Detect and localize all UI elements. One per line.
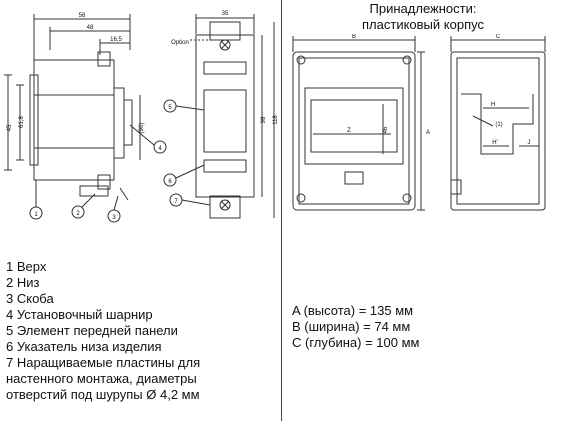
legend-item: 7 Наращиваемые пластины для [6, 355, 201, 370]
label-b: B [352, 34, 356, 40]
label-j: J [528, 140, 531, 146]
dim-58: 58 [79, 13, 86, 19]
callout-1: 1 [34, 212, 38, 218]
callout-4: 4 [158, 146, 162, 152]
spec-width: B (ширина) = 74 мм [292, 319, 411, 334]
enclosure-drawing: B C A Z 46 H H' J (1) [292, 34, 546, 211]
spec-depth: C (глубина) = 100 мм [292, 335, 420, 350]
panel-divider [281, 0, 282, 421]
legend-item: 3 Скоба [6, 291, 54, 306]
dim-90: (90) [139, 123, 145, 134]
legend-item: настенного монтажа, диаметры [6, 371, 197, 386]
label-1: (1) [495, 122, 502, 128]
legend-item: 5 Элемент передней панели [6, 323, 178, 338]
legend-item: 1 Верх [6, 259, 47, 274]
callout-6: 6 [168, 179, 172, 185]
dim-98: 98 [261, 116, 267, 123]
spec-height: A (высота) = 135 мм [292, 303, 414, 318]
dim-118: 118 [273, 115, 279, 125]
callout-7: 7 [174, 199, 178, 205]
callout-5: 5 [168, 105, 172, 111]
label-h-prime: H' [492, 140, 497, 146]
option-label: Option [171, 40, 189, 46]
legend-item: 6 Указатель низа изделия [6, 339, 162, 354]
dim-61-8: 61,8 [19, 116, 25, 128]
left-panel: 58 48 16,5 35 Option 45 61,8 (90) 98 118… [4, 11, 279, 403]
title-line-2: пластиковый корпус [362, 17, 484, 32]
legend-item: 4 Установочный шарнир [6, 307, 153, 322]
callout-3: 3 [112, 215, 116, 221]
dim-45: 45 [7, 124, 13, 131]
callout-2: 2 [76, 211, 80, 217]
dim-48: 48 [87, 25, 94, 31]
title-line-1: Принадлежности: [369, 1, 477, 16]
label-z: Z [347, 128, 351, 134]
dim-16-5: 16,5 [110, 37, 122, 43]
legend-item: отверстий под шурупы Ø 4,2 мм [6, 387, 200, 402]
enclosure-specs: A (высота) = 135 мм B (ширина) = 74 мм C… [292, 303, 419, 351]
label-c: C [496, 34, 501, 40]
legend-list: 1 Верх 2 Низ 3 Скоба 4 Установочный шарн… [6, 259, 200, 403]
legend-item: 2 Низ [6, 275, 40, 290]
label-h: H [491, 102, 495, 108]
accessories-title: Принадлежности: пластиковый корпус [283, 1, 563, 33]
dim-35: 35 [222, 11, 229, 17]
device-drawing: 58 48 16,5 35 Option 45 61,8 (90) 98 118… [4, 11, 279, 223]
label-a: A [426, 130, 430, 136]
label-46: 46 [383, 126, 389, 133]
